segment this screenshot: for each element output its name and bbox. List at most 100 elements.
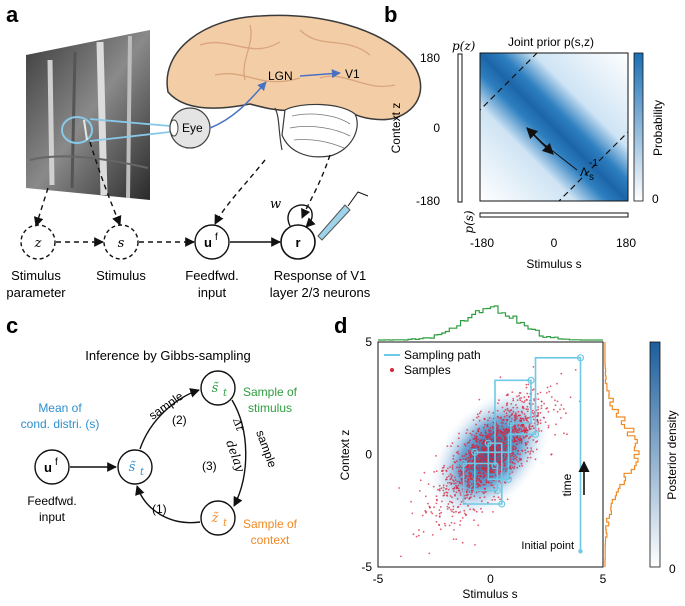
sample-point [460,470,463,473]
sample-point [442,473,444,475]
sample-point [471,446,474,448]
sample-point [496,424,499,427]
sample-point [546,407,549,409]
path-node [527,376,535,384]
sample-point [526,405,529,408]
node-ctx-sub: t [223,518,228,529]
sample-point [475,491,478,494]
sample-point [515,456,518,459]
sample-point [458,480,461,483]
sample-point [444,488,447,490]
sample-point [453,490,455,492]
sample-point [512,451,514,454]
sample-point [450,501,453,504]
dashed-arrow-s [89,141,122,226]
sample-point [569,396,572,399]
sampling-path-nodes [459,354,585,554]
sample-point [459,494,462,496]
sample-point [503,465,506,467]
sample-point [473,509,476,512]
sample-point [468,458,471,461]
sample-point [518,438,520,441]
gibbs-title: Inference by Gibbs-sampling [85,348,250,363]
sample-point [492,425,494,428]
sample-point [424,495,427,498]
sample-point [437,488,439,491]
sample-point [531,389,534,391]
arc-step-3 [231,399,247,507]
sample-point [482,456,485,459]
sample-point [515,404,517,406]
sample-point [449,495,452,497]
sample-point [537,413,540,415]
sample-point [483,426,485,429]
sample-point [454,479,457,481]
sample-point [487,419,489,422]
sampling-path [462,357,582,552]
sample-point [503,410,506,413]
sample-point [559,408,561,411]
b-colorbar-label: Probability [651,100,665,156]
sample-point [520,423,523,426]
sample-point [520,437,522,440]
sample-point [530,427,532,430]
caption-z-2: parameter [6,285,66,300]
pz-marginal [457,53,463,203]
sample-point [537,398,540,401]
sample-point [476,416,478,419]
sample-point [490,433,493,436]
sample-point [511,466,514,469]
node-s [103,224,139,260]
sample-point [419,479,422,482]
sample-point [450,521,453,524]
sample-point [424,510,427,512]
sample-point [475,432,478,435]
sample-point [516,431,518,434]
sample-point [547,410,550,413]
sample-point [539,422,542,425]
sample-point [523,428,526,431]
sample-point [463,509,466,512]
v1-label: V1 [345,67,360,81]
sample-point [464,497,466,499]
sample-point [547,424,550,427]
feedfwd-label-2: input [39,510,66,524]
sample-point [515,427,518,430]
sample-point [488,432,491,435]
sample-point [560,404,563,406]
sample-point [493,465,495,468]
sample-point [489,458,491,460]
d-xtick: 5 [600,572,607,586]
sample-point [517,453,519,455]
sample-point [476,474,479,477]
sample-point [492,421,495,424]
sample-point [447,482,449,484]
sample-point [539,419,542,422]
sample-point [498,463,500,465]
sample-point [433,471,436,473]
sample-point [477,448,480,451]
sample-point [526,410,529,413]
sample-point [537,406,539,408]
sample-point [489,464,492,467]
sample-point [475,483,478,486]
sample-point [466,460,469,463]
sample-point [476,476,478,479]
eye-label: Eye [182,121,203,135]
sample-point [464,480,467,482]
sample-point [472,475,474,478]
sample-point [459,492,462,494]
sample-point [461,455,464,458]
sample-point [479,453,482,455]
sample-point [457,484,460,487]
d-xtick: -5 [373,572,384,586]
sample-point [525,386,528,389]
sample-point [481,442,484,445]
sample-point [513,430,516,433]
path-node [498,500,506,508]
sample-point [468,469,471,472]
sample-point [475,510,478,513]
node-uf-sup: f [215,232,218,243]
sample-point [499,432,502,435]
d-colorbar-zero: 0 [669,562,676,576]
